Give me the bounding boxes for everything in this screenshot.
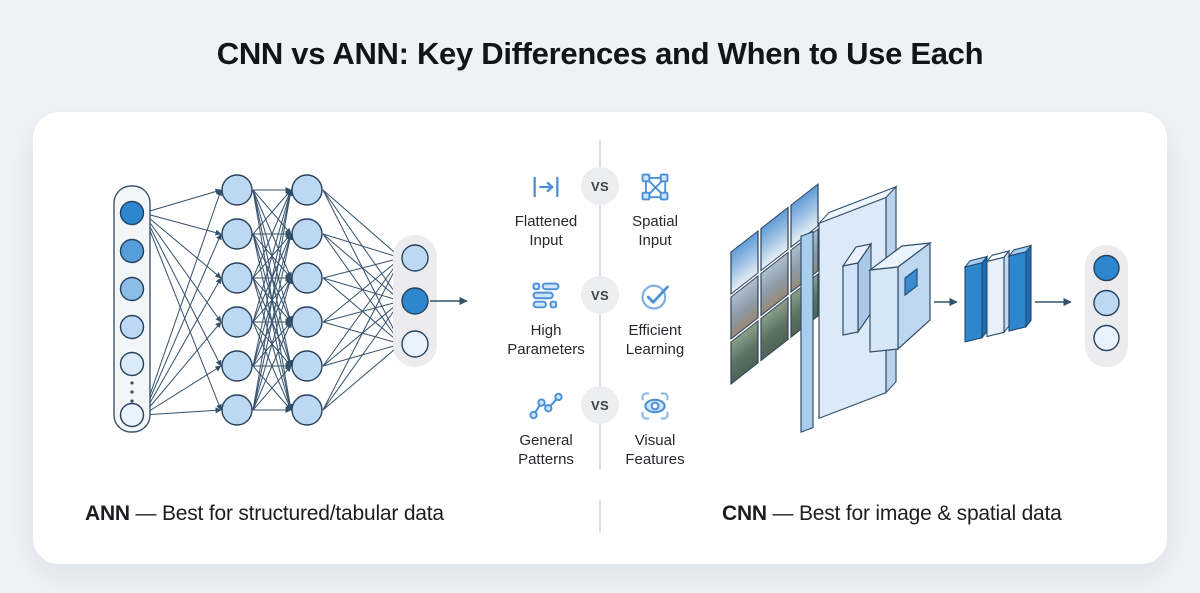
vs-badge: VS [581, 276, 619, 314]
cnn-caption-text: — Best for image & spatial data [766, 502, 1062, 525]
cnn-pooling-box [841, 242, 873, 336]
comparison-label: General Patterns [518, 432, 574, 468]
content-card: Flattened Input VS Spatial Input [33, 112, 1167, 564]
ann-caption: ANN — Best for structured/tabular data [85, 502, 444, 526]
comparison-item-flattened-input: Flattened Input [491, 170, 601, 250]
ann-caption-abbr: ANN [85, 502, 130, 525]
cnn-caption: CNN — Best for image & spatial data [722, 502, 1062, 526]
comparison-label: High Parameters [507, 322, 585, 358]
ann-connections [142, 187, 402, 416]
comparison-label: Efficient Learning [625, 322, 685, 358]
cnn-caption-abbr: CNN [722, 502, 767, 525]
check-circle-icon [641, 284, 669, 310]
vs-badge: VS [581, 386, 619, 424]
comparison-label: Visual Features [625, 432, 685, 468]
cnn-output-neurons [1093, 254, 1120, 352]
scatter-trend-icon [529, 392, 563, 420]
cnn-pipeline-diagram [730, 182, 1128, 434]
comparison-item-spatial-input: Spatial Input [600, 170, 710, 250]
cnn-feature-map-stack [963, 244, 1033, 343]
parameter-list-icon [532, 282, 560, 309]
comparison-item-visual-features: Visual Features [600, 389, 710, 469]
ann-input-neurons [119, 200, 145, 428]
flatten-arrow-icon [533, 176, 559, 198]
comparison-label: Spatial Input [632, 213, 678, 249]
comparison-item-general-patterns: General Patterns [491, 389, 601, 469]
page-title: CNN vs ANN: Key Differences and When to … [216, 36, 984, 71]
cnn-filter-patch [904, 267, 918, 297]
comparison-item-efficient-learning: Efficient Learning [600, 279, 710, 359]
eye-scan-icon [641, 392, 669, 420]
spatial-grid-icon [641, 173, 669, 201]
ann-network-diagram [113, 174, 468, 433]
vertical-divider-bottom [599, 500, 601, 533]
comparison-label: Flattened Input [514, 213, 578, 249]
comparison-item-high-parameters: High Parameters [491, 279, 601, 359]
cnn-feature-box [867, 241, 933, 353]
ann-hidden-neurons [221, 174, 323, 426]
ann-output-neurons [401, 244, 429, 358]
ann-input-ellipsis-dots [130, 381, 134, 403]
ann-caption-text: — Best for structured/tabular data [129, 502, 445, 525]
vs-badge: VS [581, 167, 619, 205]
